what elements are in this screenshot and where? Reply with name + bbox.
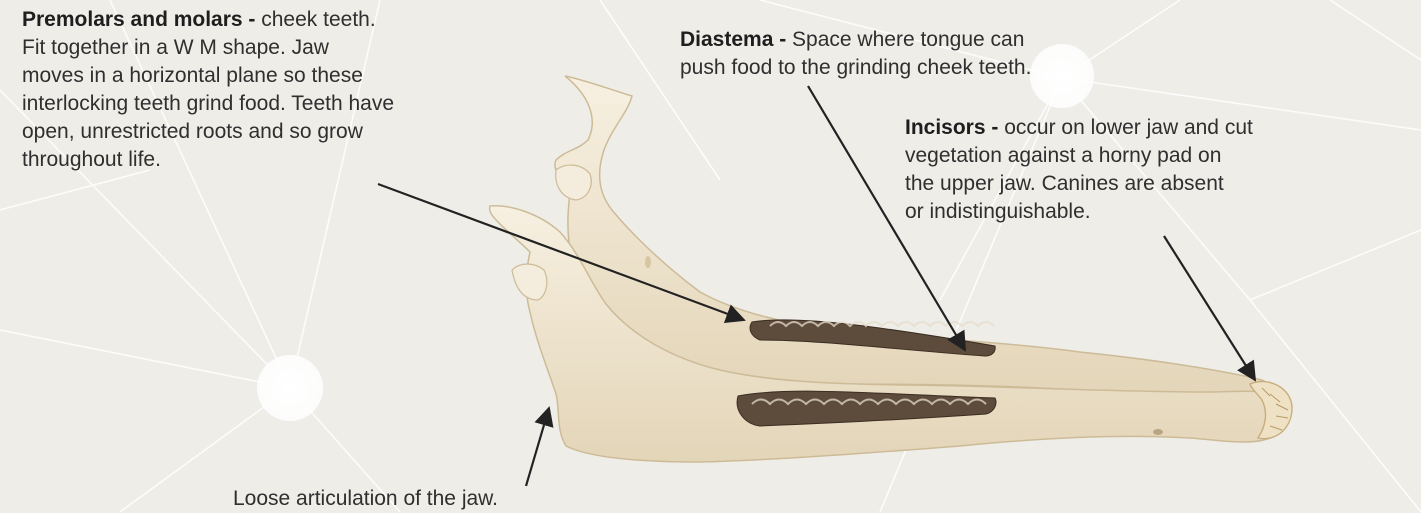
label-title: Incisors - — [905, 116, 998, 139]
label-text-line: Fit together in a W M shape. Jaw — [22, 36, 329, 59]
label-text-line: the upper jaw. Canines are absent — [905, 172, 1224, 195]
label-text-line: interlocking teeth grind food. Teeth hav… — [22, 92, 394, 115]
background-node — [257, 355, 323, 421]
label-text-line: occur on lower jaw and cut — [998, 116, 1252, 139]
label-text-line: Loose articulation of the jaw. — [233, 487, 498, 510]
label-text-line: moves in a horizontal plane so these — [22, 64, 363, 87]
label-text-line: or indistinguishable. — [905, 200, 1091, 223]
label-diastema: Diastema - Space where tongue can push f… — [680, 26, 1200, 82]
label-text-line: cheek teeth. — [255, 8, 375, 31]
arrow-articulation — [526, 408, 549, 486]
label-title: Premolars and molars - — [22, 8, 255, 31]
arrow-incisors — [1164, 236, 1255, 380]
label-text-line: throughout life. — [22, 148, 161, 171]
label-text-line: vegetation against a horny pad on — [905, 144, 1221, 167]
label-text-line: push food to the grinding cheek teeth. — [680, 56, 1031, 79]
label-text-line: open, unrestricted roots and so grow — [22, 120, 363, 143]
label-articulation: Loose articulation of the jaw. — [233, 485, 653, 513]
label-incisors: Incisors - occur on lower jaw and cut ve… — [905, 114, 1405, 226]
label-text-line: Space where tongue can — [786, 28, 1024, 51]
label-title: Diastema - — [680, 28, 786, 51]
label-premolars-molars: Premolars and molars - cheek teeth. Fit … — [22, 6, 582, 174]
